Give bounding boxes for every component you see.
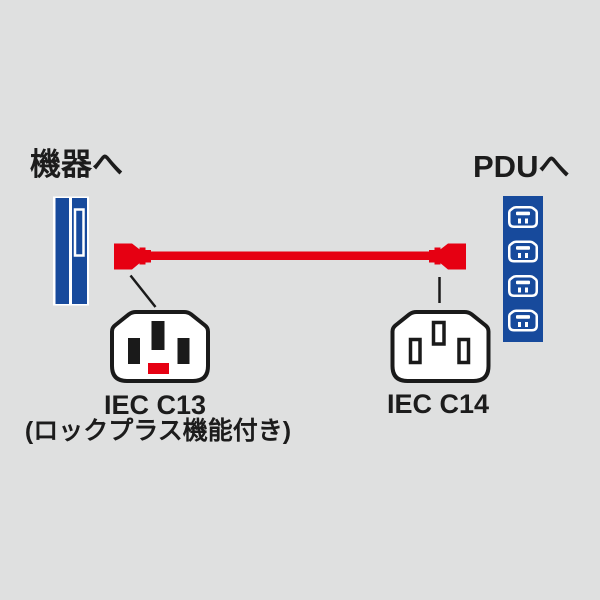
c13-left-slot [128,338,140,364]
pdu-outlet-icon [508,275,538,297]
pdu-label: PDUへ [473,149,570,184]
device-inlet-slot [73,208,85,257]
cable-right-plug [439,243,466,270]
c13-earth-slot [151,321,165,350]
pdu-outlet-icon [508,206,538,228]
cable-left-collar [139,247,146,265]
c13-right-slot [177,338,190,364]
cable-left-neck [145,250,151,263]
pdu-outlet-icon [508,309,538,332]
pdu-outlet-icon [508,240,538,263]
iec-c14-connector-icon [390,310,491,383]
c14-earth-pin [431,320,446,346]
c13-title-label: IEC C13 [103,390,207,420]
device-panel-left-bar [55,198,69,304]
cable-right-neck [429,250,435,263]
red-lock-indicator [148,363,169,374]
c14-left-pin [408,337,422,365]
c14-right-pin [457,337,471,365]
c13-leader-line [129,274,157,308]
pdu-outlet-strip-icon [503,196,543,342]
cable-right-collar [434,247,441,265]
device-inlet-panel-icon [53,196,89,306]
c13-subtitle-label: (ロックプラス機能付き) [24,417,292,445]
c14-title-label: IEC C14 [386,389,490,419]
red-power-cable-icon [114,243,466,270]
device-label: 機器へ [30,147,123,182]
cable-cord [150,251,430,260]
cable-left-plug [114,243,141,270]
iec-c13-connector-icon [110,310,210,383]
